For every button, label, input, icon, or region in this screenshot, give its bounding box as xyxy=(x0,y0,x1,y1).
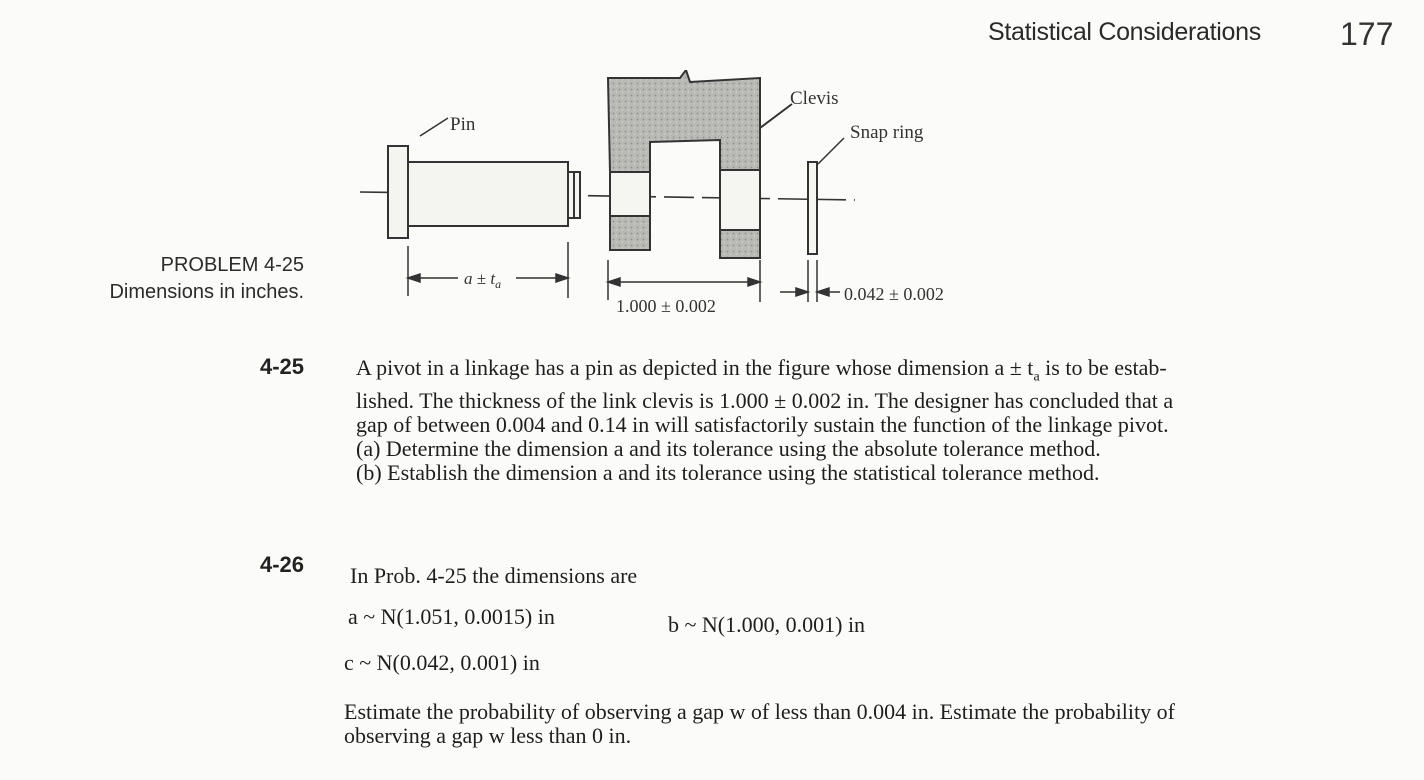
problem-4-25-text: A pivot in a linkage has a pin as depict… xyxy=(356,356,1173,485)
figure-caption-title: PROBLEM 4-25 xyxy=(160,254,304,276)
equation-b: b ~ N(1.000, 0.001) in xyxy=(668,612,866,637)
problem-number-4-26: 4-26 xyxy=(259,552,304,577)
pin-dimension-label: a ± ta xyxy=(464,269,501,291)
problem-4-25-part-b: (b) Establish the dimension a and its to… xyxy=(356,460,1100,486)
pin-dimension xyxy=(405,242,571,298)
clevis-dimension xyxy=(605,260,763,302)
snap-ring-shape xyxy=(807,161,818,255)
pin-leader xyxy=(419,117,449,137)
figure-caption: PROBLEM 4-25 Dimensions in inches. xyxy=(40,252,304,306)
problem-4-25-line-2: lished. The thickness of the link clevis… xyxy=(356,388,1174,414)
problem-4-25-line-3: gap of between 0.004 and 0.14 in will sa… xyxy=(356,412,1169,438)
snap-ring-label: Snap ring xyxy=(850,122,924,143)
snap-ring-leader xyxy=(817,137,845,165)
pin-label: Pin xyxy=(450,114,476,135)
page-number: 177 xyxy=(1340,16,1394,52)
clevis-leader xyxy=(759,103,793,129)
ring-dimension-label: 0.042 ± 0.002 xyxy=(844,284,944,304)
clevis-label: Clevis xyxy=(790,88,839,109)
pin-clevis-figure: Pin Clevis Snap ring a ± ta 1.000 ± 0.00… xyxy=(359,70,944,316)
problem-4-26-closing: Estimate the probability of observing a … xyxy=(344,700,1175,748)
problem-4-26-intro: In Prob. 4-25 the dimensions are xyxy=(350,563,638,588)
figure-caption-note: Dimensions in inches. xyxy=(109,281,304,303)
equation-c: c ~ N(0.042, 0.001) in xyxy=(344,650,540,675)
problem-number-4-25: 4-25 xyxy=(259,354,304,379)
running-head: Statistical Considerations xyxy=(988,18,1261,46)
clevis-shape xyxy=(606,70,761,259)
pin-shape xyxy=(387,145,581,239)
equation-a: a ~ N(1.051, 0.0015) in xyxy=(348,604,555,629)
problem-4-25-part-a: (a) Determine the dimension a and its to… xyxy=(356,436,1101,462)
ring-dimension xyxy=(780,260,840,302)
problem-4-26-closing-line-1: Estimate the probability of observing a … xyxy=(344,699,1175,724)
problem-4-25-line-1: A pivot in a linkage has a pin as depict… xyxy=(356,355,1167,385)
problem-4-26-closing-line-2: observing a gap w less than 0 in. xyxy=(344,723,632,748)
clevis-dimension-label: 1.000 ± 0.002 xyxy=(616,296,716,316)
